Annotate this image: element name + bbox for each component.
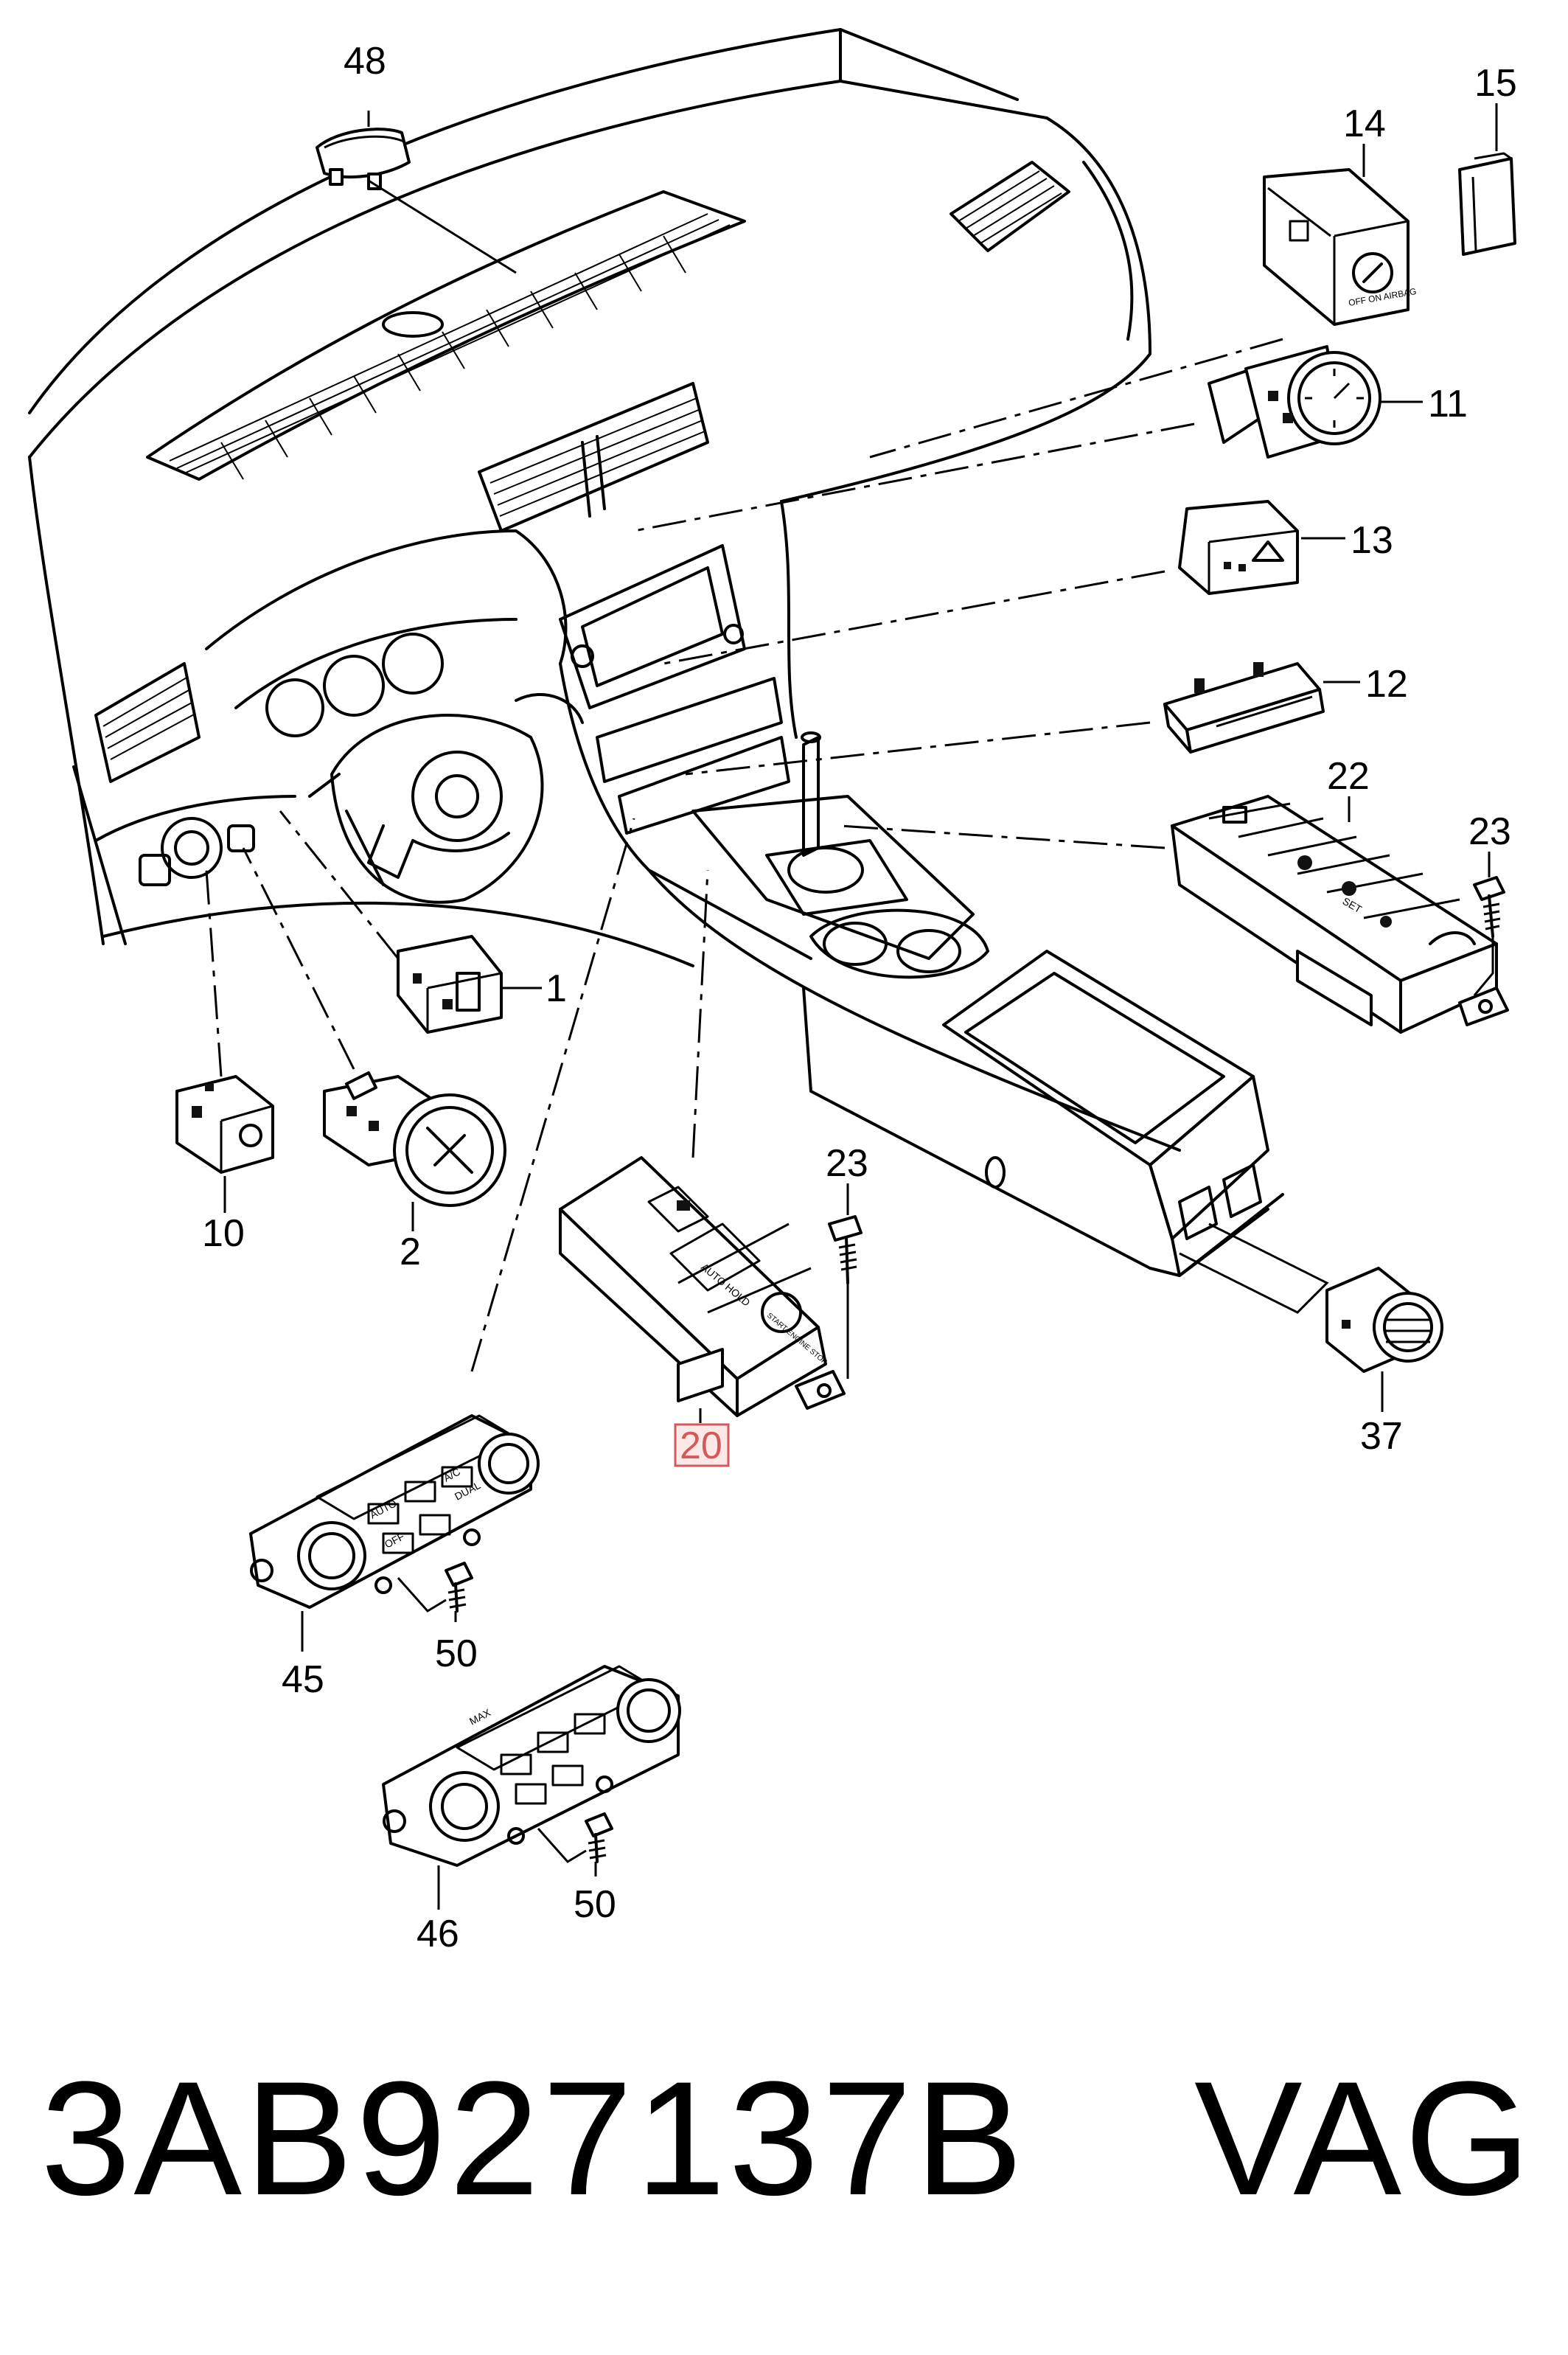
callout-2: 2 bbox=[400, 1231, 421, 1273]
part-10 bbox=[175, 1075, 274, 1174]
center-console-drawing bbox=[691, 731, 1329, 1314]
callout-22: 22 bbox=[1327, 755, 1370, 798]
callout-45: 45 bbox=[282, 1658, 324, 1701]
part-22 bbox=[1171, 795, 1509, 1034]
part-20 bbox=[559, 1156, 846, 1417]
callout-46: 46 bbox=[417, 1913, 459, 1955]
callout-11: 11 bbox=[1428, 383, 1468, 425]
max-text-46: MAX bbox=[467, 1706, 493, 1728]
part-13 bbox=[1178, 500, 1299, 595]
part-23b-screw bbox=[828, 1215, 863, 1284]
part-50b-bolt bbox=[585, 1812, 613, 1863]
callout-10: 10 bbox=[202, 1212, 245, 1255]
callout-50-upper: 50 bbox=[435, 1632, 478, 1675]
part-23a-screw bbox=[1473, 876, 1505, 938]
callout-20-highlight-box bbox=[674, 1423, 730, 1467]
callout-20: 20 bbox=[680, 1425, 722, 1467]
part-37 bbox=[1325, 1267, 1443, 1373]
callout-50-lower: 50 bbox=[574, 1883, 616, 1926]
callout-13: 13 bbox=[1351, 519, 1393, 562]
part-50a-bolt bbox=[445, 1562, 473, 1613]
part-2 bbox=[323, 1071, 506, 1207]
footer: 3AB927137B VAG bbox=[41, 2057, 1544, 2219]
part-46 bbox=[382, 1665, 681, 1867]
callout-37: 37 bbox=[1360, 1415, 1403, 1458]
callout-23-center: 23 bbox=[826, 1142, 868, 1185]
part-48 bbox=[316, 128, 411, 190]
part-12 bbox=[1163, 662, 1325, 754]
callout-15: 15 bbox=[1474, 62, 1517, 105]
part-number: 3AB927137B bbox=[41, 2048, 1026, 2229]
brand-name: VAG bbox=[1194, 2048, 1534, 2229]
part-11 bbox=[1208, 345, 1381, 459]
callout-48: 48 bbox=[344, 40, 386, 83]
callout-23-right: 23 bbox=[1468, 810, 1511, 853]
dashboard-drawing bbox=[28, 28, 1181, 1152]
part-1 bbox=[397, 935, 503, 1034]
part-14 bbox=[1263, 168, 1410, 326]
callout-12: 12 bbox=[1365, 663, 1408, 706]
part-45 bbox=[249, 1414, 540, 1609]
callout-14: 14 bbox=[1343, 102, 1386, 145]
callout-1: 1 bbox=[546, 967, 567, 1010]
part-15 bbox=[1458, 152, 1516, 256]
